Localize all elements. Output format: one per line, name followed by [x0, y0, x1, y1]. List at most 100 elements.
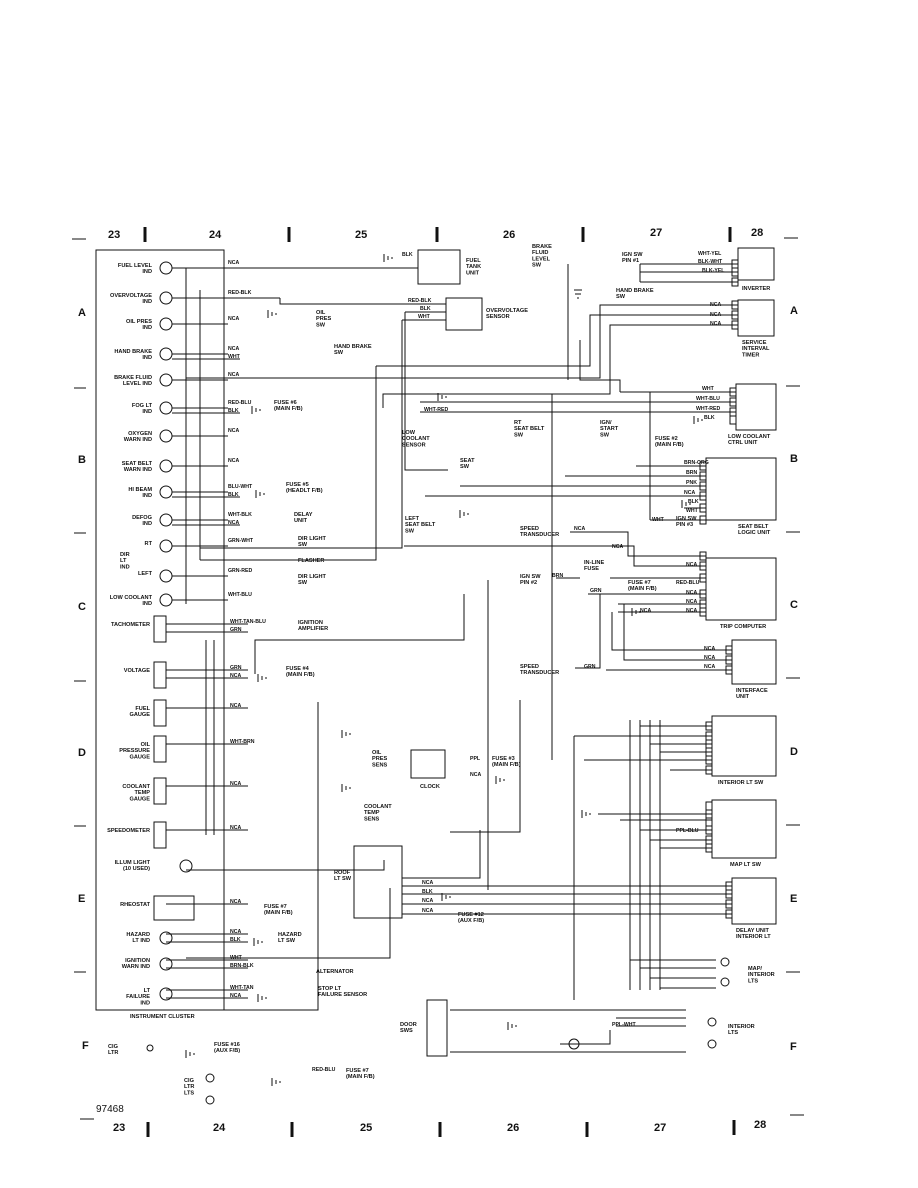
wire-nca-tc4: NCA — [686, 599, 697, 605]
wire-brn-fuse: BRN — [552, 573, 563, 579]
fuse3-label: FUSE #3(MAIN F/B) — [492, 756, 521, 768]
wire-grn-tc: GRN — [590, 588, 602, 594]
wire-wht-pin3: WHT — [652, 517, 665, 523]
wire-nca-sit1: NCA — [710, 302, 721, 308]
grid-bottom-24: 24 — [213, 1122, 226, 1134]
delay-unit-interior-box — [731, 877, 777, 925]
wire-red-blk-ovs: RED-BLK — [408, 298, 432, 304]
indicator-label: RT — [145, 541, 153, 547]
indicator-wire-label: RED-BLU — [228, 400, 252, 406]
indicator-wire-label: NCA — [228, 428, 239, 434]
interface-unit-box — [731, 639, 777, 685]
wire-brn: BRN — [686, 470, 697, 476]
trip-computer-label: TRIP COMPUTER — [720, 624, 766, 630]
grid-top-25: 25 — [355, 229, 367, 241]
wire-labels: BLK RED-BLK BLK WHT WHT-YEL BLK-WHT BLK-… — [312, 251, 725, 1073]
indicator-wire-label: BLK — [228, 408, 239, 414]
indicator-lamp-icon — [159, 429, 173, 443]
gauge-body — [153, 777, 167, 805]
overvoltage-sensor-box — [445, 297, 483, 331]
zone-right-c: C — [790, 599, 798, 611]
gauge-wire-label: NCA — [230, 673, 241, 679]
grid-top: 23 24 25 26 27 28 — [72, 227, 798, 242]
fuse4-label: FUSE #4(MAIN F/B) — [286, 666, 315, 678]
grid-bottom-25: 25 — [360, 1122, 372, 1134]
fuse6-label: FUSE #6(MAIN F/B) — [274, 400, 303, 412]
indicator-lamp-icon — [159, 485, 173, 499]
wire-wht-lcc: WHT — [702, 386, 715, 392]
harness-wires — [186, 263, 738, 1053]
wire-nca-tc2: NCA — [686, 562, 697, 568]
wire-blk-ovs: BLK — [420, 306, 431, 312]
gauge-row: ILLUM LIGHT(10 USED) — [115, 859, 193, 873]
seat-belt-logic-unit-box — [705, 457, 777, 521]
modules — [353, 247, 777, 1057]
indicator-lamp-icon — [159, 957, 173, 971]
gauge-wire-label: NCA — [230, 993, 241, 999]
wire-wht-yel: WHT-YEL — [698, 251, 722, 257]
interior-lt-sw-box — [711, 715, 777, 777]
zone-left-f: F — [82, 1040, 89, 1052]
map-lt-sw-box — [711, 799, 777, 859]
zone-right-d: D — [790, 746, 798, 758]
gauge-wire-label: NCA — [230, 825, 241, 831]
wire-grn-speed2: GRN — [584, 664, 596, 670]
wire-pnk: PNK — [686, 480, 697, 486]
gauge-wire-label: NCA — [230, 703, 241, 709]
indicator-lamp-icon — [159, 513, 173, 527]
wire-blk-rls: BLK — [422, 889, 433, 895]
flasher-label: FLASHER — [298, 558, 324, 564]
fuse2-label: FUSE #2(MAIN F/B) — [655, 436, 684, 448]
indicator-lamp-icon — [159, 317, 173, 331]
zone-left-c: C — [78, 601, 86, 613]
zone-left-e: E — [78, 893, 85, 905]
grid-bottom-26: 26 — [507, 1122, 519, 1134]
gauge-wire-label: NCA — [230, 781, 241, 787]
low-coolant-ctrl-unit-box — [735, 383, 777, 431]
wire-ppl-wht: PPL-WHT — [612, 1022, 636, 1028]
wire-nca-rls1: NCA — [422, 880, 433, 886]
connector-pin — [705, 817, 713, 827]
grid-bottom: 23 24 25 26 27 28 — [80, 1114, 804, 1137]
lamps — [146, 957, 730, 1105]
wire-wht-red-sensor: WHT-RED — [424, 407, 448, 413]
clock-box — [410, 749, 446, 779]
wire-wht-slu: WHT — [686, 508, 699, 514]
fuse5-label: FUSE #5(HEADLT F/B) — [286, 482, 323, 494]
zone-right-f: F — [790, 1041, 797, 1053]
wire-red-blu-cig: RED-BLU — [312, 1067, 336, 1073]
gauge-body — [153, 661, 167, 689]
gauge-wire-label: WHT-BRN — [230, 739, 255, 745]
indicator-lamp-icon — [159, 459, 173, 473]
indicator-lamp-icon — [159, 987, 173, 1001]
wire-nca-tc5: NCA — [640, 608, 651, 614]
